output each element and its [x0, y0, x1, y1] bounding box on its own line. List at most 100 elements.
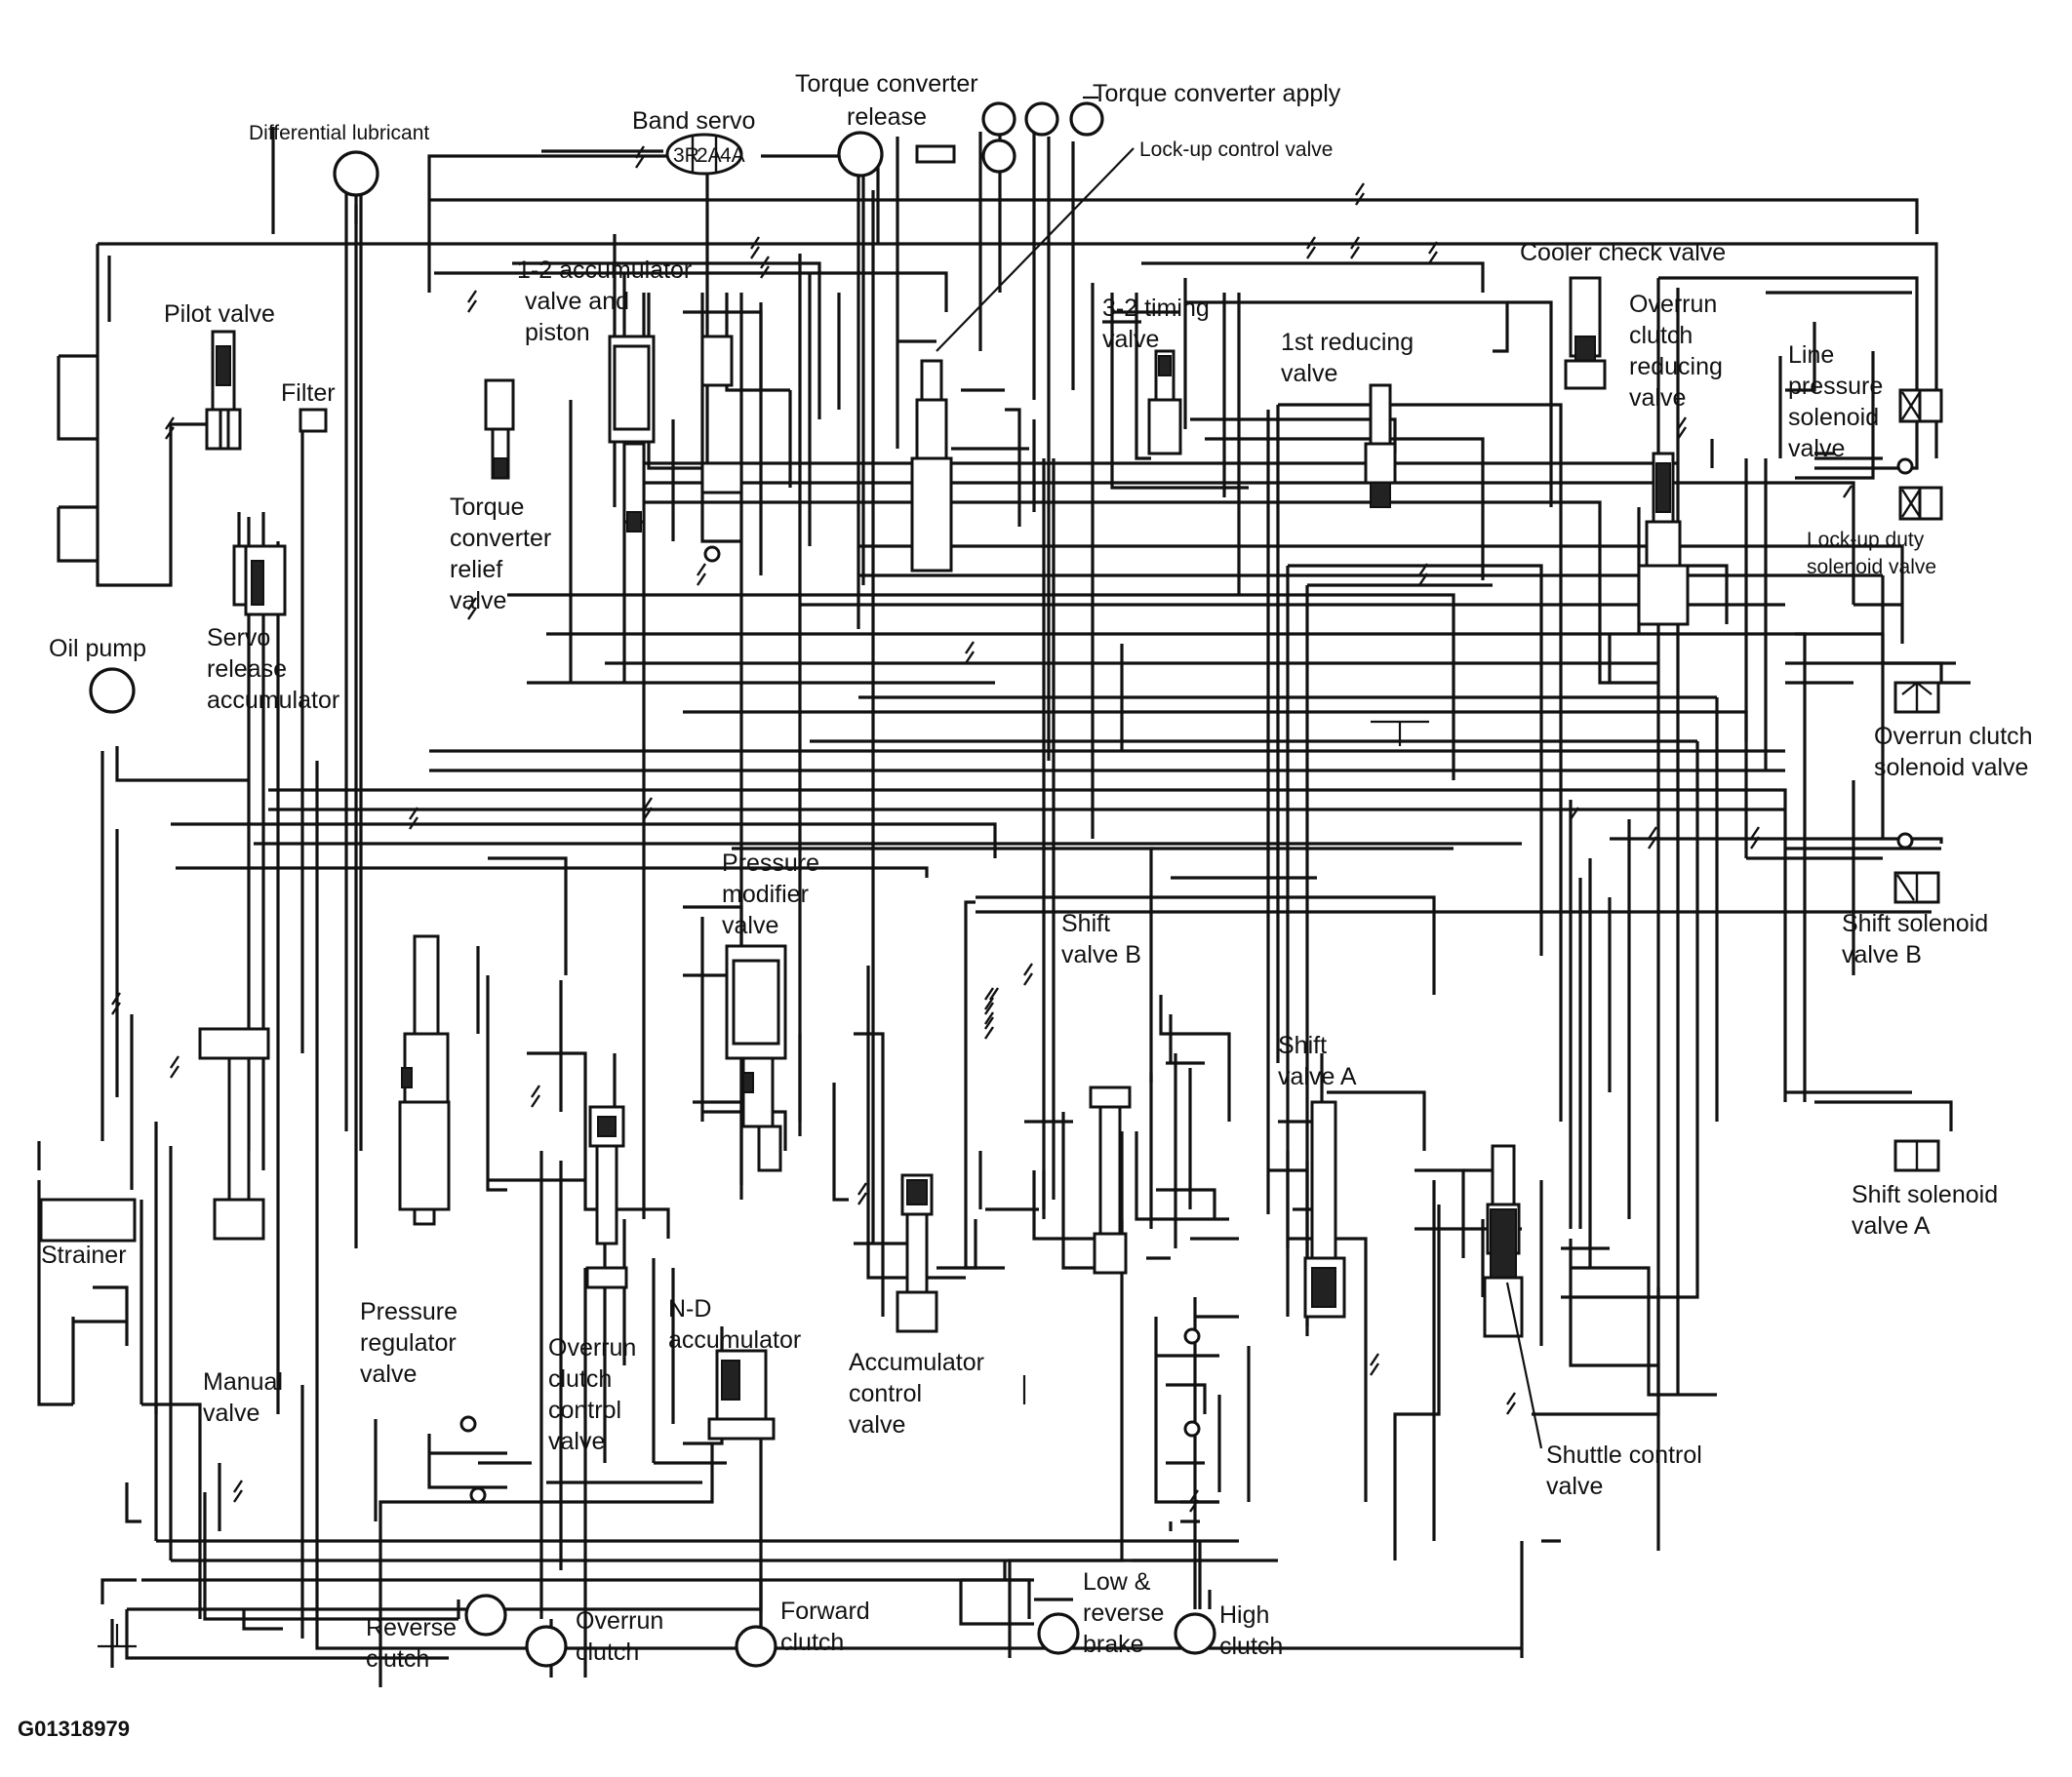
label-tc-apply: Torque converter apply: [1093, 80, 1341, 107]
leader-lines: [936, 96, 1543, 1449]
label-manual-valve-2: valve: [203, 1400, 259, 1427]
band-servo: 3R 2A 4A: [665, 133, 745, 176]
label-tc-release-2: release: [847, 103, 927, 131]
label-low-reverse-2: reverse: [1083, 1599, 1164, 1627]
label-overrun-reducing-4: valve: [1629, 384, 1686, 412]
label-1st-reducing-1: 1st reducing: [1281, 329, 1414, 356]
shuttle-control-valve: [1483, 1144, 1524, 1338]
label-pressure-modifier-2: modifier: [722, 881, 809, 908]
nd-accumulator: [707, 1349, 776, 1441]
label-1-2-accumulator-2: valve and: [525, 288, 629, 315]
orifice-markers: [111, 145, 1853, 1513]
accumulator-1-2: [608, 335, 743, 533]
label-servo-release-3: accumulator: [207, 687, 339, 714]
label-1st-reducing-2: valve: [1281, 360, 1337, 387]
label-oil-pump: Oil pump: [49, 635, 146, 662]
label-accumulator-control-2: control: [849, 1380, 922, 1407]
check-valve-4: [1183, 1420, 1201, 1438]
pressure-regulator-valve: [398, 934, 451, 1226]
label-tc-relief-4: valve: [450, 587, 506, 614]
label-shift-solenoid-a-2: valve A: [1852, 1212, 1931, 1240]
manual-valve: [198, 1027, 270, 1241]
label-overrun-solenoid-1: Overrun clutch: [1874, 723, 2033, 750]
label-tc-relief-3: relief: [450, 556, 502, 583]
label-line-pressure-4: valve: [1788, 435, 1845, 462]
tc-apply-port-4: [981, 138, 1016, 174]
label-shift-solenoid-a-1: Shift solenoid: [1852, 1181, 1998, 1208]
differential-lubricant-port: [333, 150, 379, 197]
label-overrun-reducing-1: Overrun: [1629, 291, 1717, 318]
label-overrun-clutch-1: Overrun: [576, 1607, 663, 1635]
overrun-clutch-port: [525, 1625, 568, 1668]
label-filter: Filter: [281, 379, 336, 407]
accumulator-control-valve: [896, 1173, 938, 1333]
filter: [299, 408, 328, 433]
check-valve-5: [1896, 457, 1914, 475]
label-forward-clutch-1: Forward: [780, 1598, 870, 1625]
tc-apply-port-1: [981, 101, 1016, 137]
lockup-control-valve: [910, 359, 953, 573]
label-pressure-modifier-1: Pressure: [722, 849, 819, 877]
pilot-valve: [205, 330, 242, 451]
label-pressure-regulator-3: valve: [360, 1361, 417, 1388]
torque-converter-release-port: [837, 131, 884, 178]
label-overrun-control-1: Overrun: [548, 1334, 636, 1362]
label-shift-valve-a-1: Shift: [1278, 1032, 1327, 1059]
check-valve-6: [1896, 832, 1914, 849]
overrun-clutch-solenoid: [1893, 681, 1940, 714]
oil-pump-port: [89, 667, 136, 714]
label-overrun-reducing-2: clutch: [1629, 322, 1693, 349]
label-shift-solenoid-b-1: Shift solenoid: [1842, 910, 1988, 937]
timing-valve-3-2: [1147, 349, 1182, 455]
label-shift-valve-b-1: Shift: [1061, 910, 1110, 937]
label-overrun-solenoid-2: solenoid valve: [1874, 754, 2028, 781]
label-reverse-clutch-2: clutch: [366, 1645, 429, 1673]
shift-solenoid-a: [1893, 1139, 1940, 1172]
label-lockup-duty-1: Lock-up duty: [1807, 529, 1925, 551]
label-nd-accumulator-2: accumulator: [668, 1326, 801, 1354]
band-servo-port-4a: 4A: [720, 144, 745, 167]
label-low-reverse-3: brake: [1083, 1631, 1144, 1658]
labels: Differential lubricant Band servo Torque…: [18, 70, 2033, 1741]
label-1-2-accumulator-3: piston: [525, 319, 590, 346]
forward-clutch-port: [735, 1625, 777, 1668]
label-lockup-control-valve: Lock-up control valve: [1139, 138, 1333, 161]
label-tc-relief-2: converter: [450, 525, 551, 552]
check-valve-3: [1183, 1327, 1201, 1345]
band-servo-port-2a: 2A: [697, 144, 722, 167]
label-strainer: Strainer: [41, 1242, 127, 1269]
label-band-servo: Band servo: [632, 107, 755, 135]
label-low-reverse-1: Low &: [1083, 1568, 1151, 1596]
label-overrun-reducing-3: reducing: [1629, 353, 1723, 380]
label-shift-valve-a-2: valve A: [1278, 1063, 1357, 1090]
label-pressure-regulator-2: regulator: [360, 1329, 457, 1357]
overrun-clutch-reducing-valve: [1637, 452, 1690, 626]
label-high-clutch-2: clutch: [1219, 1633, 1283, 1660]
label-reverse-clutch-1: Reverse: [366, 1614, 457, 1641]
label-high-clutch-1: High: [1219, 1601, 1269, 1629]
shift-valve-b: [1089, 1086, 1132, 1275]
label-line-pressure-2: pressure: [1788, 373, 1883, 400]
tc-apply-port-2: [1024, 101, 1059, 137]
pressure-modifier-valve: [725, 944, 787, 1172]
label-3-2-timing-1: 3-2 timing: [1102, 295, 1210, 322]
label-3-2-timing-2: valve: [1102, 326, 1159, 353]
label-shuttle-control-2: valve: [1546, 1473, 1603, 1500]
label-shuttle-control-1: Shuttle control: [1546, 1441, 1702, 1469]
torque-converter-relief-valve: [484, 378, 515, 480]
label-accumulator-control-3: valve: [849, 1411, 905, 1439]
drain-mark-bottom-left: [98, 1624, 137, 1648]
label-overrun-control-2: clutch: [548, 1365, 612, 1393]
low-reverse-brake-port: [1037, 1612, 1080, 1655]
lockup-duty-solenoid: [1898, 486, 1943, 521]
label-pressure-regulator-1: Pressure: [360, 1298, 458, 1325]
label-overrun-clutch-2: clutch: [576, 1639, 639, 1666]
label-nd-accumulator-1: N-D: [668, 1295, 711, 1323]
label-servo-release-1: Servo: [207, 624, 270, 652]
label-shift-solenoid-b-2: valve B: [1842, 941, 1922, 968]
tc-apply-port-3: [1069, 101, 1104, 137]
label-line-pressure-1: Line: [1788, 341, 1834, 369]
drain-mark-middle: [1371, 720, 1429, 746]
figure-id: G01318979: [18, 1717, 130, 1741]
label-lockup-duty-2: solenoid valve: [1807, 556, 1936, 578]
